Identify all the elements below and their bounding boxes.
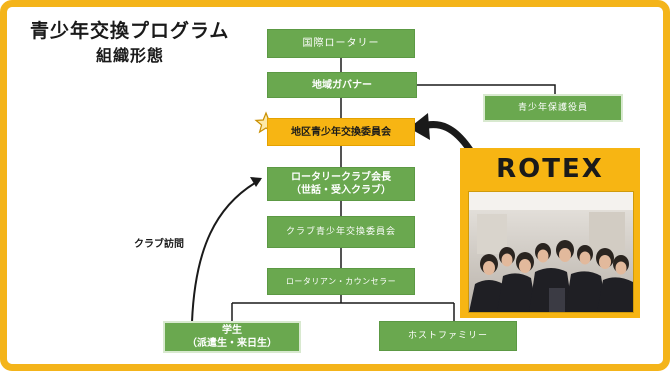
box-club-president: ロータリークラブ会長 （世話・受入クラブ） <box>267 167 415 201</box>
box-counselor: ロータリアン・カウンセラー <box>267 268 415 295</box>
group-photo-illustration <box>469 192 633 312</box>
rotex-panel: ROTEX <box>460 148 640 318</box>
box-district-committee: 地区青少年交換委員会 <box>267 118 415 146</box>
rotex-title: ROTEX <box>496 154 604 184</box>
box-youth-protection-officer: 青少年保護役員 <box>483 94 623 122</box>
box-rotary-international: 国際ロータリー <box>267 29 415 58</box>
club-visit-arrowhead <box>250 177 262 187</box>
title-line-2: 組織形態 <box>96 46 165 65</box>
title-line-1: 青少年交換プログラム <box>30 20 230 42</box>
box-club-committee: クラブ青少年交換委員会 <box>267 216 415 248</box>
box-host-family: ホストファミリー <box>379 321 517 351</box>
box-district-governor: 地域ガバナー <box>267 72 417 98</box>
club-visit-arrow <box>191 179 261 323</box>
curved-arrowhead-icon <box>409 113 430 140</box>
connector-governor-protection <box>417 84 556 94</box>
group-photo <box>468 191 634 313</box>
box-student: 学生 （派遣生・来日生） <box>163 321 301 353</box>
club-visit-label: クラブ訪問 <box>134 239 184 250</box>
